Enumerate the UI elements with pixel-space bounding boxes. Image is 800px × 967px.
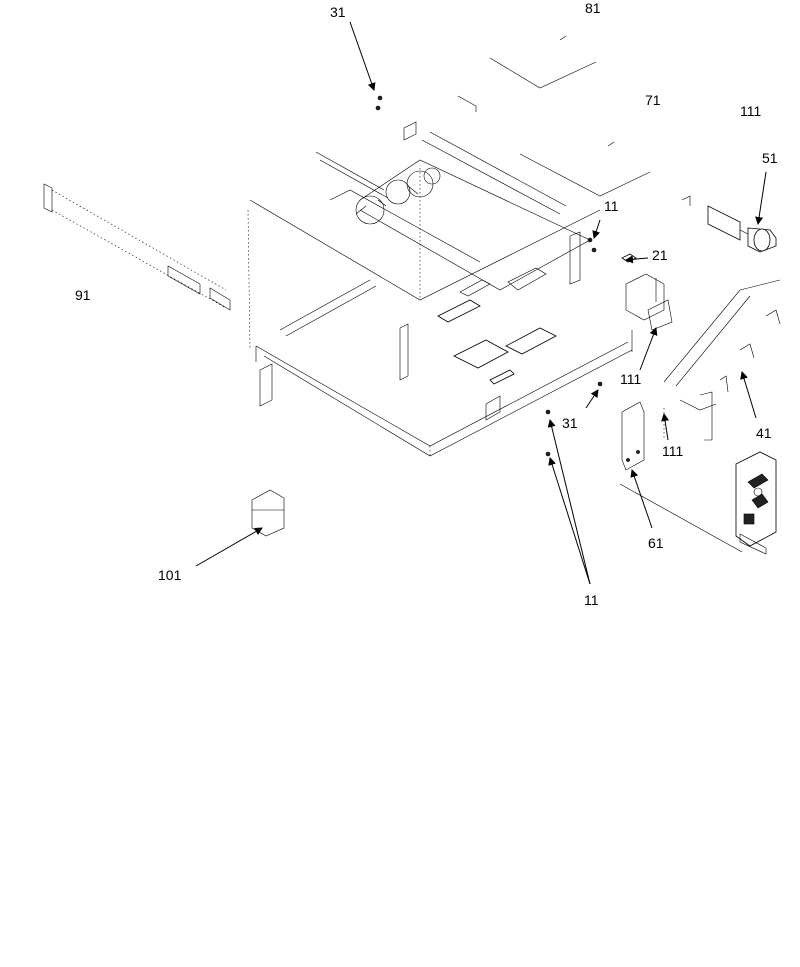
callout-91: 91: [75, 287, 91, 303]
bracket-101: [251, 489, 285, 537]
callout-21: 21: [652, 247, 668, 263]
callout-31-top: 31: [330, 4, 346, 20]
callout-61: 61: [648, 535, 664, 551]
panel-71: [519, 141, 651, 197]
callout-81: 81: [585, 0, 601, 16]
callout-71: 71: [645, 92, 661, 108]
callout-41: 41: [756, 425, 772, 441]
rail-91: [43, 183, 231, 311]
callout-31-mid: 31: [562, 415, 578, 431]
callout-101: 101: [158, 567, 182, 583]
leader-lines: [195, 21, 767, 585]
callout-111-mid: 111: [620, 371, 642, 387]
bracket-21: [621, 253, 673, 331]
callout-111-low: 111: [662, 443, 684, 459]
callout-11-bottom: 11: [584, 592, 599, 608]
side-panel-41: [663, 279, 781, 441]
main-chassis: [247, 95, 633, 458]
callout-11-top: 11: [604, 198, 619, 214]
callout-51: 51: [762, 150, 778, 166]
switch-assembly: [735, 451, 777, 555]
cover-panel-81: [489, 35, 597, 89]
motor-51: [681, 195, 777, 253]
panel-61: [619, 401, 743, 553]
callout-111-top: 111: [740, 103, 762, 119]
